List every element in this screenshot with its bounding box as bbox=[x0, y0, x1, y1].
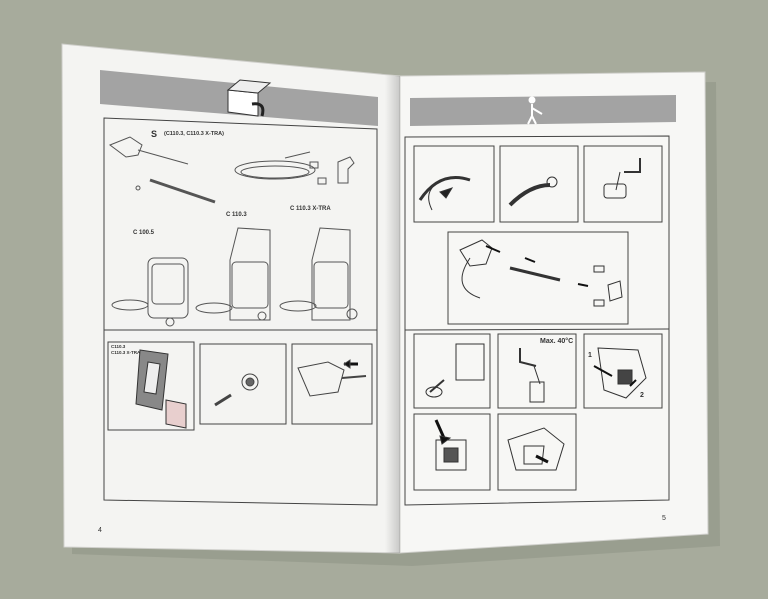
max-temp-label: Max. 40°C bbox=[540, 338, 574, 345]
panel-switch bbox=[413, 413, 491, 491]
step-2-label: 2 bbox=[640, 392, 644, 399]
panel-trigger-lock bbox=[583, 333, 663, 409]
right-header-bar bbox=[410, 95, 676, 126]
panel-gun bbox=[291, 343, 373, 425]
person-washing-icon bbox=[527, 96, 543, 125]
gun-assembly-drawing bbox=[459, 239, 623, 307]
panel-gun-trigger bbox=[497, 413, 577, 491]
assembly-frame bbox=[103, 329, 378, 506]
model-c100: C 100.5 bbox=[133, 230, 155, 236]
panel-hose-connect bbox=[413, 145, 495, 223]
usage-frame bbox=[404, 135, 670, 506]
binding-gutter bbox=[385, 76, 400, 553]
usage-divider bbox=[404, 328, 670, 331]
panel-water-temp bbox=[497, 333, 577, 409]
right-page bbox=[399, 71, 709, 554]
box-icon bbox=[226, 79, 272, 117]
pressure-washer-c110 bbox=[195, 227, 271, 321]
panel-handle bbox=[107, 341, 195, 431]
model-c110: C 110.3 bbox=[226, 212, 247, 218]
pressure-washer-c100 bbox=[111, 257, 189, 327]
panel-tap bbox=[583, 145, 663, 223]
model-c110x: C 110.3 X-TRA bbox=[290, 206, 331, 212]
step-1-label: 1 bbox=[588, 352, 592, 359]
accessories-drawings bbox=[108, 136, 355, 204]
tap-drawing bbox=[603, 158, 641, 199]
right-page-number: 5 bbox=[662, 515, 666, 522]
switch-drawing bbox=[434, 419, 467, 471]
gun-trigger-drawing bbox=[507, 427, 565, 471]
hose-garden-drawing bbox=[508, 176, 558, 207]
panel-connector bbox=[199, 343, 287, 425]
model-label-s: (C110.3, C110.3 X-TRA) bbox=[164, 131, 224, 137]
inset-label-1: C110.3 bbox=[111, 344, 126, 349]
trigger-lock-drawing bbox=[593, 347, 647, 399]
handle-drawing bbox=[135, 349, 187, 429]
panel-hose-garden bbox=[499, 145, 579, 223]
panel-gun-assembly bbox=[447, 231, 629, 325]
symbol-s: S bbox=[151, 129, 158, 139]
plug-drawing bbox=[425, 343, 485, 398]
panel-plug bbox=[413, 333, 491, 409]
left-page-number: 4 bbox=[98, 527, 102, 534]
gun-drawing bbox=[297, 359, 367, 397]
hose-connect-drawing bbox=[418, 176, 471, 211]
pressure-washer-c110-xtra bbox=[279, 227, 358, 321]
connector-drawing bbox=[214, 373, 259, 407]
faucet-drawing bbox=[519, 348, 545, 403]
inset-label-2: C110.3 X-TRA bbox=[111, 350, 141, 355]
